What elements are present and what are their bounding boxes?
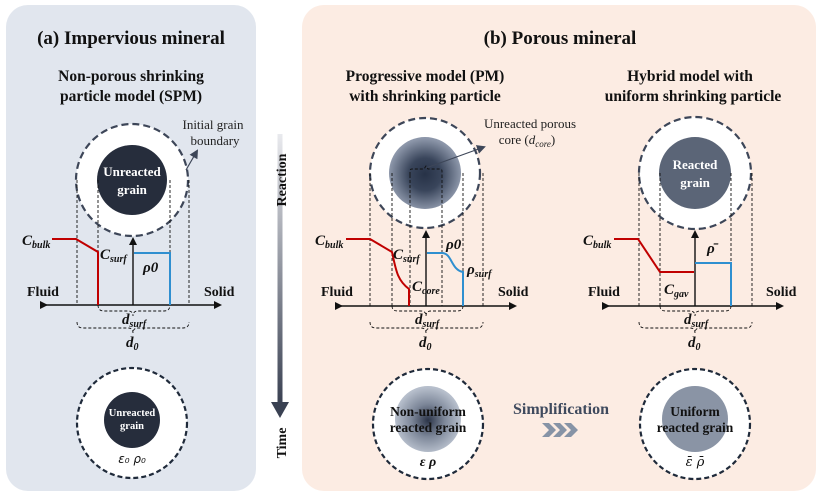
pm-d0-brace bbox=[369, 321, 484, 334]
rho0-label: ρ0 bbox=[142, 260, 159, 276]
pm-bottom-symbols: ε ρ bbox=[420, 455, 436, 470]
pm-d0-label: d0 bbox=[419, 335, 432, 353]
hybrid-bottom-label-1: Uniform bbox=[670, 404, 720, 419]
hybrid-bottom-symbols: ε̄ ρ̄ bbox=[686, 455, 705, 470]
solid-label: Solid bbox=[204, 285, 235, 300]
panel-a-subtitle-2: particle model (SPM) bbox=[60, 88, 202, 105]
reacted-grain bbox=[659, 137, 731, 209]
panel-a-title: (a) Impervious mineral bbox=[37, 28, 225, 49]
hybrid-rho-bar-label: ρ̄ bbox=[706, 241, 719, 257]
hybrid-subtitle-1: Hybrid model with bbox=[627, 68, 753, 85]
c-surf-label: Csurf bbox=[100, 247, 128, 265]
pm-top-grain bbox=[368, 116, 486, 230]
pm-c-bulk-label: Cbulk bbox=[315, 233, 343, 251]
chevron-arrows-icon bbox=[542, 423, 578, 437]
pm-rho0-label: ρ0 bbox=[445, 237, 462, 253]
spm-bottom-grain: Unreacted grain ε₀ ρ₀ bbox=[75, 366, 189, 480]
pm-d-surf-brace bbox=[391, 305, 464, 317]
panel-a-subtitle-1: Non-porous shrinking bbox=[58, 68, 204, 85]
hybrid-subtitle-2: uniform shrinking particle bbox=[605, 88, 782, 105]
hybrid-solid-label: Solid bbox=[766, 285, 797, 300]
hybrid-d-surf-brace bbox=[659, 305, 732, 317]
annotation-arrow bbox=[185, 149, 199, 171]
pm-solid-label: Solid bbox=[498, 285, 529, 300]
d-surf-brace bbox=[97, 304, 171, 317]
panel-b-title: (b) Porous mineral bbox=[484, 28, 637, 49]
pm-c-surf-label: Csurf bbox=[393, 247, 421, 265]
bottom-unreacted-grain bbox=[104, 392, 160, 448]
c-bulk-label: Cbulk bbox=[22, 233, 50, 251]
hybrid-fluid-label: Fluid bbox=[588, 285, 620, 300]
non-uniform-reacted-grain bbox=[395, 386, 461, 452]
pm-fluid-label: Fluid bbox=[321, 285, 353, 300]
pm-subtitle-1: Progressive model (PM) bbox=[346, 68, 505, 85]
fluid-label: Fluid bbox=[27, 285, 59, 300]
pm-subtitle-2: with shrinking particle bbox=[349, 88, 501, 105]
reaction-time-axis: Reaction Time bbox=[271, 134, 290, 458]
hybrid-d0-label: d0 bbox=[688, 335, 701, 353]
d-surf-label: dsurf bbox=[122, 312, 148, 330]
bottom-grain-label-2: grain bbox=[120, 421, 144, 432]
hybrid-c-bulk-label: Cbulk bbox=[583, 233, 611, 251]
grain-label-2: grain bbox=[117, 182, 147, 197]
hybrid-c-gav-label: Cgav bbox=[664, 282, 689, 300]
d0-brace bbox=[76, 321, 190, 334]
uniform-reacted-grain bbox=[662, 386, 728, 452]
pm-c-core-label: Ccore bbox=[412, 279, 440, 297]
reaction-label: Reaction bbox=[275, 153, 290, 206]
spm-projection-lines bbox=[76, 180, 190, 305]
time-label: Time bbox=[275, 428, 290, 459]
hybrid-bottom-label-2: reacted grain bbox=[657, 420, 734, 435]
hybrid-d-surf-label: dsurf bbox=[684, 312, 710, 330]
initial-boundary-annotation-1: Initial grain bbox=[182, 117, 244, 132]
simplification-label: Simplification bbox=[513, 401, 609, 418]
hybrid-grain-label-1: Reacted bbox=[673, 157, 719, 172]
pm-annotation-2: core (dcore) bbox=[499, 132, 555, 149]
hybrid-bottom-grain: Uniform reacted grain ε̄ ρ̄ bbox=[638, 367, 752, 481]
pm-annotation-1: Unreacted porous bbox=[484, 116, 576, 131]
time-arrow-head-icon bbox=[271, 402, 289, 418]
hybrid-density-profile bbox=[695, 262, 732, 306]
unreacted-grain-core bbox=[97, 145, 167, 215]
pm-rho-surf-label: ρsurf bbox=[466, 262, 493, 280]
pm-density-profile bbox=[427, 252, 464, 306]
time-axis-bar bbox=[277, 134, 283, 404]
pm-bottom-label-2: reacted grain bbox=[390, 420, 467, 435]
hybrid-concentration-profile bbox=[614, 238, 694, 273]
bottom-symbols: ε₀ ρ₀ bbox=[118, 452, 146, 466]
hybrid-grain-label-2: grain bbox=[680, 175, 710, 190]
hybrid-d0-brace bbox=[638, 321, 753, 334]
pm-porous-core bbox=[389, 137, 461, 209]
hybrid-top-grain: Reacted grain bbox=[637, 115, 753, 231]
bottom-grain-label-1: Unreacted bbox=[109, 408, 156, 419]
d0-label: d0 bbox=[126, 335, 139, 353]
spm-top-grain: Unreacted grain bbox=[74, 122, 199, 238]
pm-annotation-arrow bbox=[425, 145, 486, 169]
concentration-profile bbox=[52, 238, 99, 305]
pm-concentration-profile bbox=[346, 238, 410, 306]
pm-d-surf-label: dsurf bbox=[415, 312, 441, 330]
initial-boundary-annotation-2: boundary bbox=[190, 133, 240, 148]
pm-bottom-grain: Non-uniform reacted grain ε ρ bbox=[371, 367, 485, 481]
d-core-brace bbox=[409, 165, 443, 175]
pm-bottom-label-1: Non-uniform bbox=[390, 404, 467, 419]
density-profile bbox=[134, 252, 171, 305]
grain-label-1: Unreacted bbox=[103, 164, 161, 179]
